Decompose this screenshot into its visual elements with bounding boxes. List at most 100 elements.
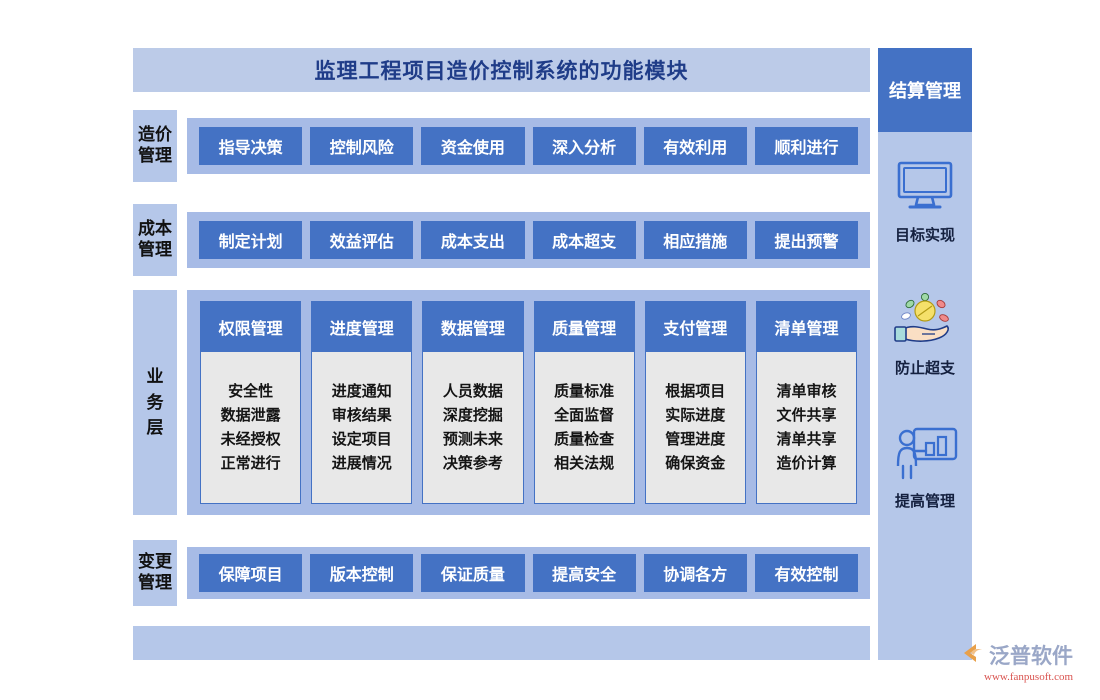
chip-band-change-management: 保障项目 版本控制 保证质量 提高安全 协调各方 有效控制 [187,547,870,599]
card-item: 根据项目 [665,383,726,400]
logo-url: www.fanpusoft.com [984,671,1074,683]
card-band-business-layer: 权限管理 安全性 数据泄露 未经授权 正常进行 进度管理 进度通知 审核结果 设… [187,290,870,515]
chip-cost-4[interactable]: 有效利用 [643,127,747,165]
page-title: 监理工程项目造价控制系统的功能模块 [314,60,689,83]
row-spacer [177,290,187,515]
card-body: 安全性 数据泄露 未经授权 正常进行 [201,352,300,503]
chip-change-3[interactable]: 提高安全 [532,554,636,592]
chip-cost-2[interactable]: 资金使用 [421,127,525,165]
row-spacer [177,110,187,182]
card-item: 未经授权 [220,431,281,448]
row-label-line-1: 变更 [138,552,172,572]
row-spacer [177,204,187,276]
row-label-line-2: 管理 [138,240,172,259]
person-chart-icon [890,422,960,484]
row-spacer [177,540,187,606]
card-item: 进度通知 [331,383,392,400]
card-item: 预测未来 [442,431,503,448]
chip-change-4[interactable]: 协调各方 [643,554,747,592]
card-item: 相关法规 [554,455,615,472]
chip-expense-4[interactable]: 相应措施 [643,221,747,259]
card-permission-management[interactable]: 权限管理 安全性 数据泄露 未经授权 正常进行 [200,301,302,504]
sidebar-item-label: 目标实现 [894,227,955,244]
card-item: 实际进度 [665,407,726,424]
swoosh-logo-icon [962,641,986,670]
card-item: 造价计算 [776,455,837,472]
chip-change-1[interactable]: 版本控制 [310,554,414,592]
chip-change-0[interactable]: 保障项目 [199,554,303,592]
chip-expense-1[interactable]: 效益评估 [310,221,414,259]
card-item: 质量检查 [554,431,615,448]
card-item: 管理进度 [665,431,726,448]
chip-change-2[interactable]: 保证质量 [421,554,525,592]
row-label-cost-management: 造价 管理 [133,110,177,182]
row-change-management: 变更 管理 保障项目 版本控制 保证质量 提高安全 协调各方 有效控制 [133,540,870,606]
sidebar-item-goal-achievement[interactable]: 目标实现 [878,156,972,245]
card-quality-management[interactable]: 质量管理 质量标准 全面监督 质量检查 相关法规 [533,301,635,504]
card-item: 审核结果 [331,407,392,424]
card-body: 人员数据 深度挖掘 预测未来 决策参考 [423,352,522,503]
chip-expense-2[interactable]: 成本支出 [421,221,525,259]
card-header: 支付管理 [645,302,745,352]
sidebar-header: 结算管理 [878,48,972,132]
row-business-layer: 业 务 层 权限管理 安全性 数据泄露 未经授权 正常进行 进度管理 进度通知 … [133,290,870,515]
card-header: 质量管理 [534,302,634,352]
card-item: 设定项目 [331,431,392,448]
diagram-title-bar: 监理工程项目造价控制系统的功能模块 [133,48,870,92]
card-header: 权限管理 [201,302,301,352]
row-label-line-1: 造价 [138,125,172,145]
chip-band-cost-management: 指导决策 控制风险 资金使用 深入分析 有效利用 顺利进行 [187,118,870,174]
sidebar-settlement: 结算管理 目标实现 [878,48,972,660]
sidebar-item-prevent-overspend[interactable]: 防止超支 [878,289,972,378]
card-progress-management[interactable]: 进度管理 进度通知 审核结果 设定项目 进展情况 [311,301,413,504]
chip-cost-0[interactable]: 指导决策 [199,127,303,165]
card-item: 深度挖掘 [442,407,503,424]
row-label-change-management: 变更 管理 [133,540,177,606]
card-body: 进度通知 审核结果 设定项目 进展情况 [312,352,411,503]
card-data-management[interactable]: 数据管理 人员数据 深度挖掘 预测未来 决策参考 [422,301,524,504]
card-payment-management[interactable]: 支付管理 根据项目 实际进度 管理进度 确保资金 [644,301,746,504]
card-item: 正常进行 [220,455,281,472]
card-item: 人员数据 [442,383,503,400]
card-item: 确保资金 [665,455,726,472]
card-item: 质量标准 [554,383,615,400]
row-cost-management: 造价 管理 指导决策 控制风险 资金使用 深入分析 有效利用 顺利进行 [133,110,870,182]
chip-band-expense-management: 制定计划 效益评估 成本支出 成本超支 相应措施 提出预警 [187,212,870,268]
card-header: 清单管理 [756,302,857,352]
card-item: 进展情况 [331,455,392,472]
sidebar-item-label: 防止超支 [894,360,955,377]
chip-expense-0[interactable]: 制定计划 [199,221,303,259]
card-body: 质量标准 全面监督 质量检查 相关法规 [535,352,634,503]
card-item: 文件共享 [776,407,837,424]
card-item: 全面监督 [554,407,615,424]
chip-expense-5[interactable]: 提出预警 [754,221,859,259]
bottom-divider-band [133,626,870,660]
brand-logo[interactable]: 泛普软件 www.fanpusoft.com [962,640,1094,690]
chip-change-5[interactable]: 有效控制 [754,554,859,592]
hand-coins-icon [889,289,961,351]
row-expense-management: 成本 管理 制定计划 效益评估 成本支出 成本超支 相应措施 提出预警 [133,204,870,276]
card-item: 安全性 [228,383,274,400]
row-label-line-1: 成本 [138,219,172,239]
row-label-line-3: 层 [146,418,164,438]
logo-row: 泛普软件 [962,640,1073,670]
row-label-expense-management: 成本 管理 [133,204,177,276]
chip-cost-5[interactable]: 顺利进行 [754,127,859,165]
card-item: 数据泄露 [220,407,281,424]
card-item: 清单共享 [776,431,837,448]
card-body: 根据项目 实际进度 管理进度 确保资金 [646,352,745,503]
card-header: 进度管理 [312,302,412,352]
row-label-business-layer: 业 务 层 [133,290,177,515]
row-label-line-2: 管理 [138,573,172,592]
chip-expense-3[interactable]: 成本超支 [532,221,636,259]
chip-cost-1[interactable]: 控制风险 [310,127,414,165]
sidebar-item-improve-management[interactable]: 提高管理 [878,422,972,511]
card-bill-management[interactable]: 清单管理 清单审核 文件共享 清单共享 造价计算 [755,301,858,504]
logo-name: 泛普软件 [989,645,1073,668]
chip-cost-3[interactable]: 深入分析 [532,127,636,165]
card-header: 数据管理 [423,302,523,352]
card-item: 决策参考 [442,455,503,472]
row-label-line-2: 管理 [138,146,172,165]
card-item: 清单审核 [776,383,837,400]
